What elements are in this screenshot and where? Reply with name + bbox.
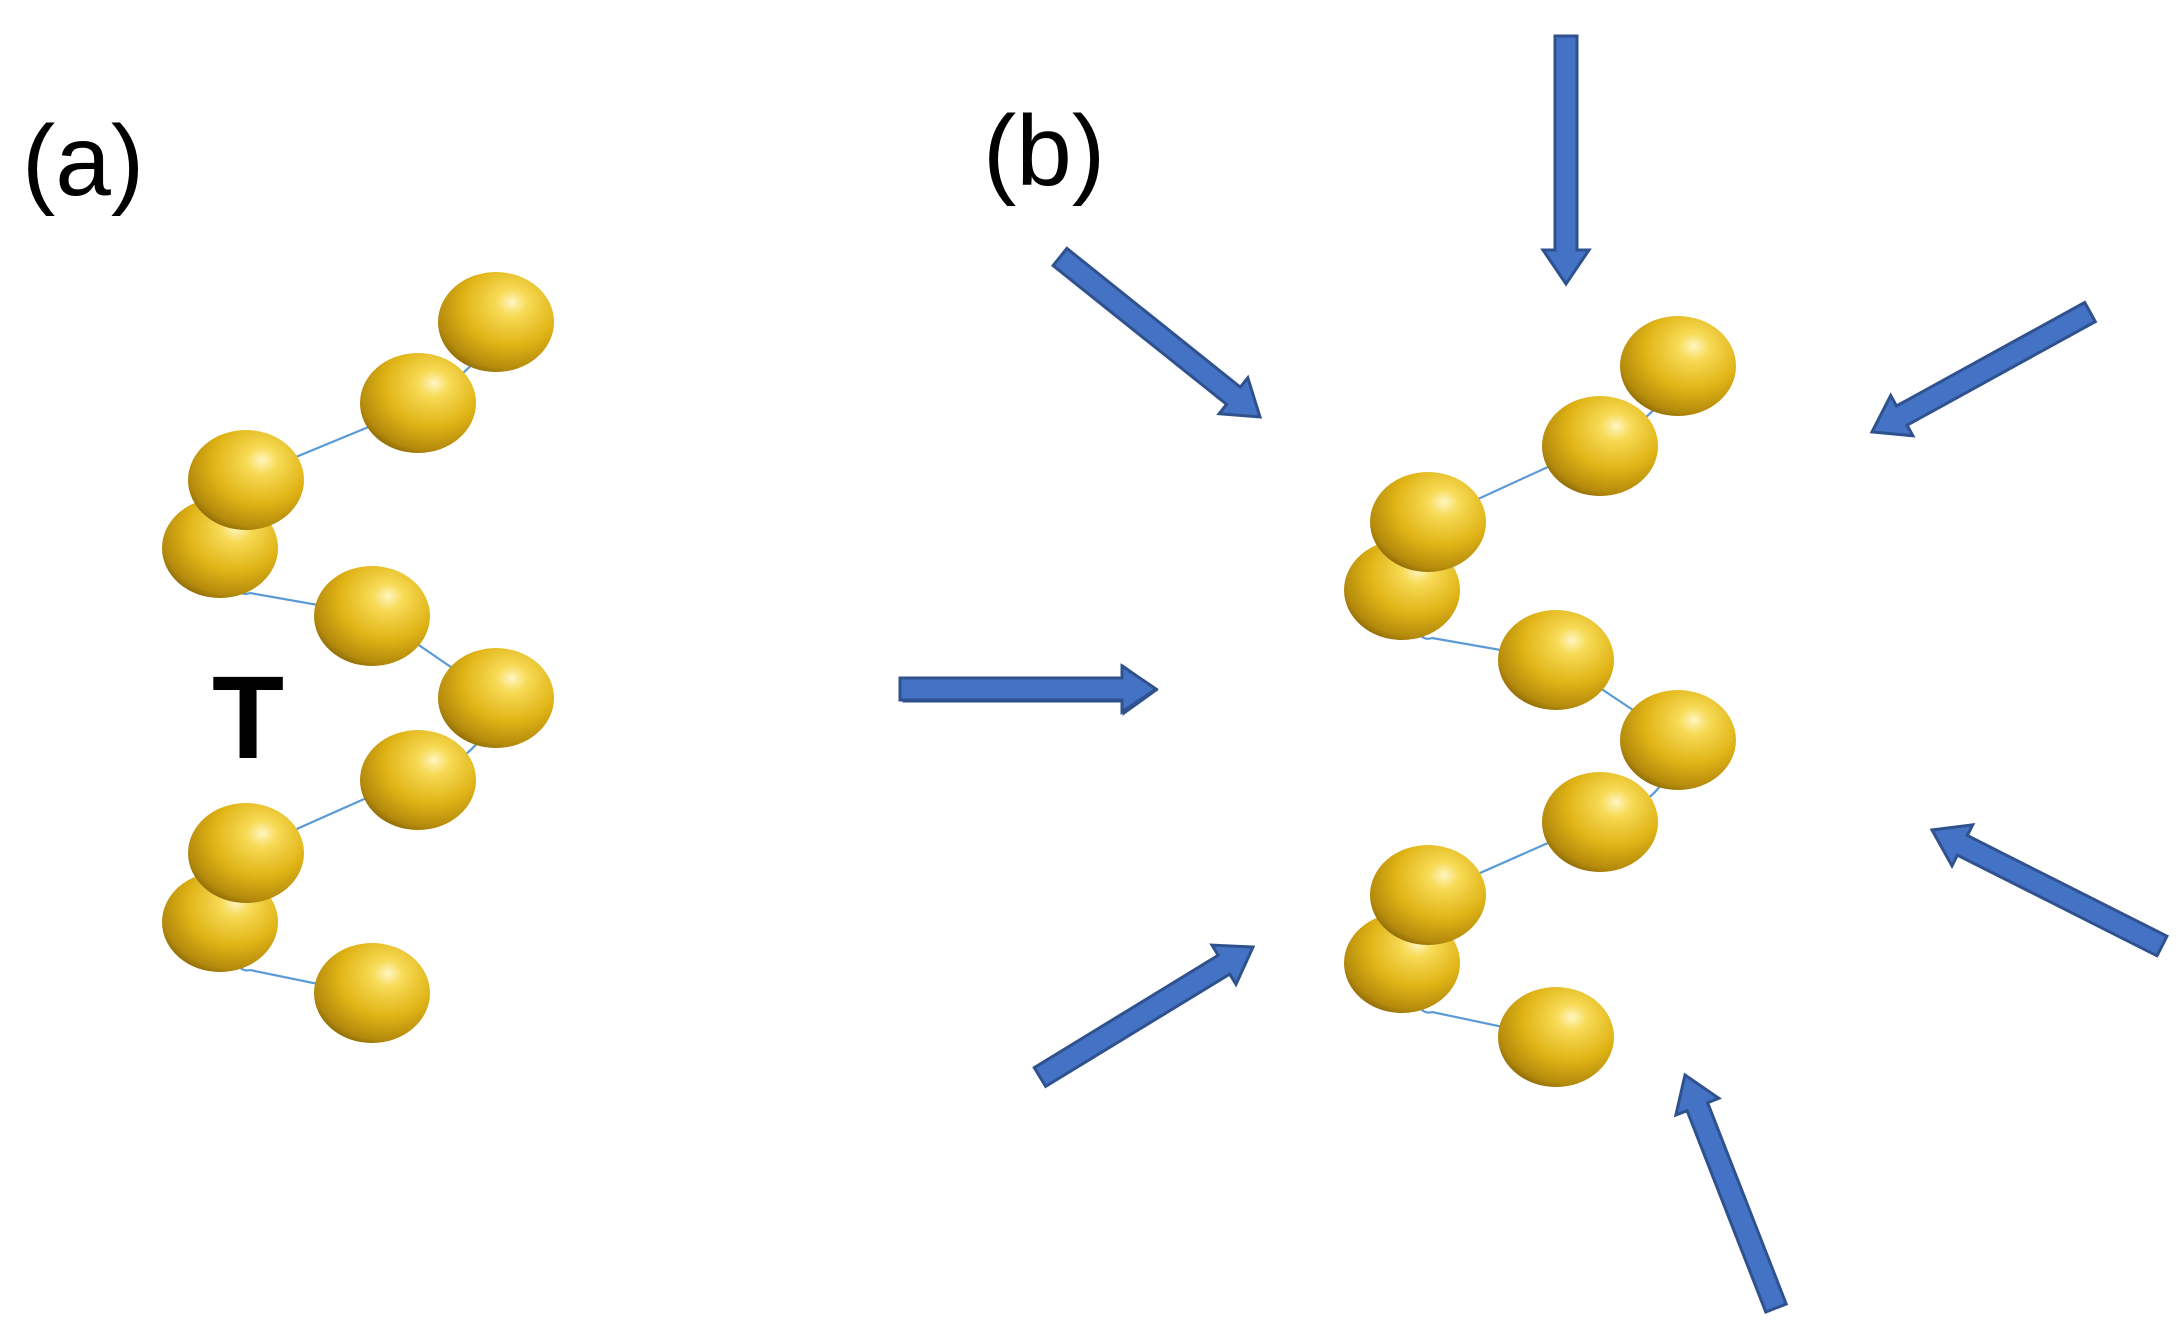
chain-b-bead — [1498, 610, 1614, 710]
pressure-arrows — [898, 34, 2170, 1314]
temperature-label: T — [212, 652, 284, 784]
chain-a-bead — [360, 730, 476, 830]
chain-b-bead — [1498, 987, 1614, 1087]
chain-a-bead — [360, 353, 476, 453]
chain-a-bead — [188, 430, 304, 530]
panel-a-label: (a) — [22, 105, 144, 217]
chain-b-bead — [1620, 690, 1736, 790]
chain-b-bead — [1542, 772, 1658, 872]
chain-a-bead — [188, 803, 304, 903]
panel-b-label: (b) — [983, 95, 1105, 207]
chain-b-bead — [1620, 316, 1736, 416]
pressure-arrow — [1540, 34, 1592, 287]
chain-b-bead — [1542, 396, 1658, 496]
chain-a — [162, 272, 554, 1043]
pressure-arrow — [1869, 300, 2098, 438]
chain-a-bead — [438, 272, 554, 372]
pressure-arrow — [1673, 1072, 1789, 1314]
pressure-arrow — [1050, 246, 1263, 419]
chain-b — [1344, 316, 1736, 1087]
pressure-arrow — [898, 663, 1159, 715]
chain-a-bead — [438, 648, 554, 748]
pressure-arrow — [1929, 822, 2170, 958]
pressure-arrow — [1032, 943, 1256, 1089]
chain-a-bead — [314, 566, 430, 666]
chain-a-bead — [314, 943, 430, 1043]
chain-b-bead — [1370, 845, 1486, 945]
chain-b-bead — [1370, 472, 1486, 572]
